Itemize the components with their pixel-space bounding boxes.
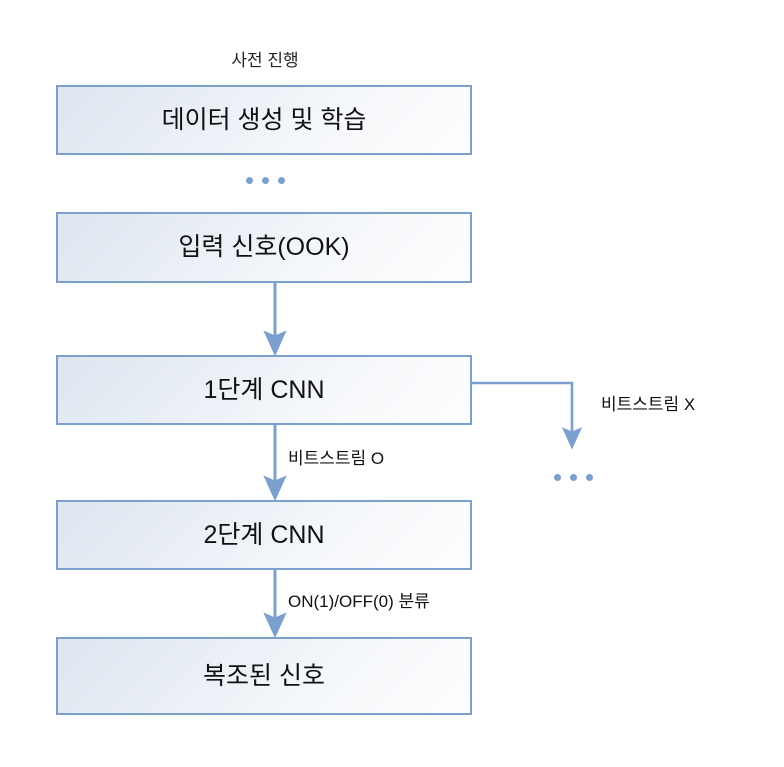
ellipsis-branch-terminus	[554, 474, 593, 481]
node-stage2-cnn[interactable]: 2단계 CNN	[56, 500, 472, 570]
ellipsis-dot	[278, 177, 285, 184]
arrow-stage1-branch-bitstream-x	[472, 381, 583, 450]
ellipsis-dot	[262, 177, 269, 184]
pretraining-caption: 사전 진행	[231, 51, 299, 70]
node-demod-signal[interactable]: 복조된 신호	[56, 637, 472, 715]
edge-label-bitstream-x: 비트스트림 X	[601, 395, 696, 414]
node-stage1-cnn[interactable]: 1단계 CNN	[56, 355, 472, 425]
ellipsis-dot	[554, 474, 561, 481]
ellipsis-dot	[246, 177, 253, 184]
node-data-gen-train-label: 데이터 생성 및 학습	[161, 105, 367, 134]
edge-label-onoff-classify: ON(1)/OFF(0) 분류	[288, 592, 430, 611]
node-demod-signal-label: 복조된 신호	[203, 661, 325, 690]
ellipsis-vertical-top	[246, 177, 285, 184]
node-stage2-cnn-label: 2단계 CNN	[203, 520, 325, 549]
ellipsis-dot	[570, 474, 577, 481]
node-input-signal[interactable]: 입력 신호(OOK)	[56, 212, 472, 283]
node-data-gen-train[interactable]: 데이터 생성 및 학습	[56, 85, 472, 155]
edge-label-bitstream-ok: 비트스트림 O	[288, 449, 385, 468]
node-input-signal-label: 입력 신호(OOK)	[178, 233, 350, 261]
node-stage1-cnn-label: 1단계 CNN	[203, 375, 325, 404]
ellipsis-dot	[586, 474, 593, 481]
